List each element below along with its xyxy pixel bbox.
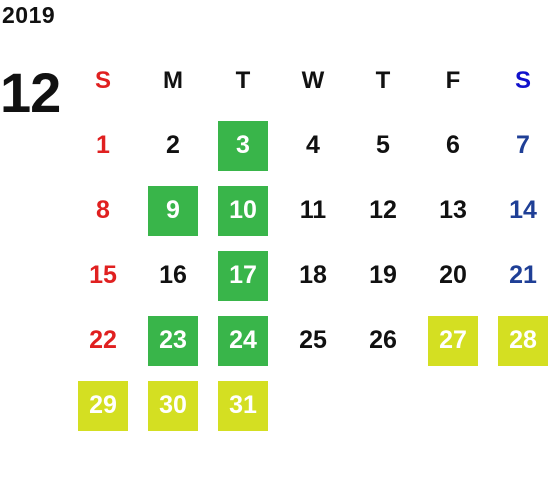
day-number: 15 — [89, 261, 117, 289]
day-number: 18 — [299, 261, 327, 289]
day-cell[interactable]: 30 — [138, 373, 208, 438]
day-number: 30 — [148, 380, 198, 431]
calendar-grid: S M T W T F S 1 2 3 4 5 6 7 8 9 10 11 12… — [68, 48, 548, 503]
empty-cell — [348, 373, 418, 438]
weekday-header-sun: S — [94, 66, 111, 94]
day-number: 26 — [369, 326, 397, 354]
day-cell[interactable]: 7 — [488, 113, 548, 178]
day-number: 11 — [299, 196, 327, 224]
day-cell[interactable]: 4 — [278, 113, 348, 178]
day-cell[interactable]: 24 — [208, 308, 278, 373]
day-number: 19 — [369, 261, 397, 289]
day-cell[interactable]: 31 — [208, 373, 278, 438]
day-cell[interactable]: 27 — [418, 308, 488, 373]
day-cell[interactable]: 11 — [278, 178, 348, 243]
weekday-header-fri: F — [445, 66, 461, 94]
day-number: 27 — [428, 315, 478, 366]
calendar-year: 2019 — [2, 2, 56, 28]
day-number: 20 — [439, 261, 467, 289]
day-number: 9 — [148, 185, 198, 236]
day-number: 2 — [166, 131, 180, 159]
empty-cell — [278, 373, 348, 438]
day-number: 21 — [509, 261, 537, 289]
day-cell[interactable]: 10 — [208, 178, 278, 243]
day-cell[interactable]: 22 — [68, 308, 138, 373]
day-cell[interactable]: 9 — [138, 178, 208, 243]
day-cell[interactable]: 29 — [68, 373, 138, 438]
day-cell[interactable]: 13 — [418, 178, 488, 243]
day-cell[interactable]: 2 — [138, 113, 208, 178]
day-number: 7 — [516, 131, 530, 159]
day-cell[interactable]: 21 — [488, 243, 548, 308]
day-cell[interactable]: 5 — [348, 113, 418, 178]
day-number: 23 — [148, 315, 198, 366]
day-number: 6 — [446, 131, 460, 159]
day-number: 10 — [218, 185, 268, 236]
weekday-header-tue: T — [235, 66, 251, 94]
day-cell[interactable]: 1 — [68, 113, 138, 178]
empty-cell — [488, 373, 548, 438]
weekday-header-mon: M — [163, 66, 183, 94]
day-cell[interactable]: 25 — [278, 308, 348, 373]
weekday-header-thu: T — [375, 66, 391, 94]
day-number: 22 — [89, 326, 117, 354]
day-number: 4 — [306, 131, 320, 159]
day-cell[interactable]: 19 — [348, 243, 418, 308]
day-cell[interactable]: 20 — [418, 243, 488, 308]
weekday-header-sat: S — [514, 66, 531, 94]
day-number: 17 — [218, 250, 268, 301]
day-number: 5 — [376, 131, 390, 159]
day-cell[interactable]: 26 — [348, 308, 418, 373]
day-cell[interactable]: 14 — [488, 178, 548, 243]
day-number: 3 — [218, 120, 268, 171]
day-cell[interactable]: 6 — [418, 113, 488, 178]
day-number: 14 — [509, 196, 537, 224]
day-number: 28 — [498, 315, 548, 366]
day-number: 25 — [299, 326, 327, 354]
day-number: 16 — [159, 261, 187, 289]
empty-cell — [418, 373, 488, 438]
day-number: 12 — [369, 196, 397, 224]
weekday-header-wed: W — [301, 66, 325, 94]
day-number: 24 — [218, 315, 268, 366]
day-cell[interactable]: 17 — [208, 243, 278, 308]
day-number: 13 — [439, 196, 467, 224]
day-number: 1 — [96, 131, 110, 159]
calendar-month: 12 — [0, 61, 61, 124]
day-cell[interactable]: 18 — [278, 243, 348, 308]
day-number: 8 — [96, 196, 110, 224]
day-cell[interactable]: 3 — [208, 113, 278, 178]
day-cell[interactable]: 8 — [68, 178, 138, 243]
day-cell[interactable]: 12 — [348, 178, 418, 243]
day-number: 29 — [78, 380, 128, 431]
day-cell[interactable]: 15 — [68, 243, 138, 308]
day-cell[interactable]: 16 — [138, 243, 208, 308]
day-cell[interactable]: 23 — [138, 308, 208, 373]
day-number: 31 — [218, 380, 268, 431]
day-cell[interactable]: 28 — [488, 308, 548, 373]
